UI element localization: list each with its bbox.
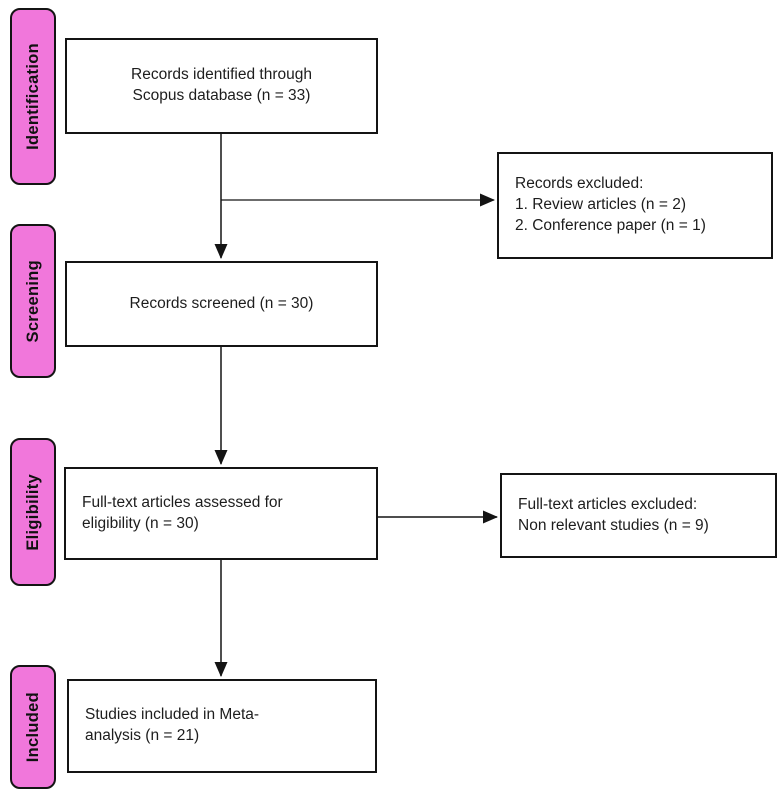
stage-label-identification-text: Identification: [23, 43, 42, 150]
box-fulltext-assessed: Full-text articles assessed for eligibil…: [64, 467, 378, 560]
box-studies-included-text: Studies included in Meta- analysis (n = …: [85, 706, 260, 744]
stage-label-eligibility-text: Eligibility: [23, 473, 42, 551]
stage-label-screening: Screening: [10, 224, 56, 378]
box-records-identified: Records identified through Scopus databa…: [65, 38, 378, 134]
stage-label-included: Included: [10, 665, 56, 789]
stage-label-eligibility: Eligibility: [10, 438, 56, 586]
box-records-excluded-text: Records excluded: 1. Review articles (n …: [515, 175, 706, 234]
box-records-excluded: Records excluded: 1. Review articles (n …: [497, 152, 773, 259]
box-studies-included: Studies included in Meta- analysis (n = …: [67, 679, 377, 773]
box-records-screened: Records screened (n = 30): [65, 261, 378, 347]
stage-label-identification: Identification: [10, 8, 56, 185]
stage-label-screening-text: Screening: [23, 259, 42, 343]
stage-label-included-text: Included: [23, 691, 42, 763]
box-fulltext-assessed-text: Full-text articles assessed for eligibil…: [82, 493, 283, 532]
box-fulltext-excluded-text: Full-text articles excluded: Non relevan…: [518, 495, 709, 534]
box-fulltext-excluded: Full-text articles excluded: Non relevan…: [500, 473, 777, 558]
box-records-screened-text: Records screened (n = 30): [129, 294, 314, 312]
box-records-identified-text: Records identified through Scopus databa…: [131, 66, 312, 104]
